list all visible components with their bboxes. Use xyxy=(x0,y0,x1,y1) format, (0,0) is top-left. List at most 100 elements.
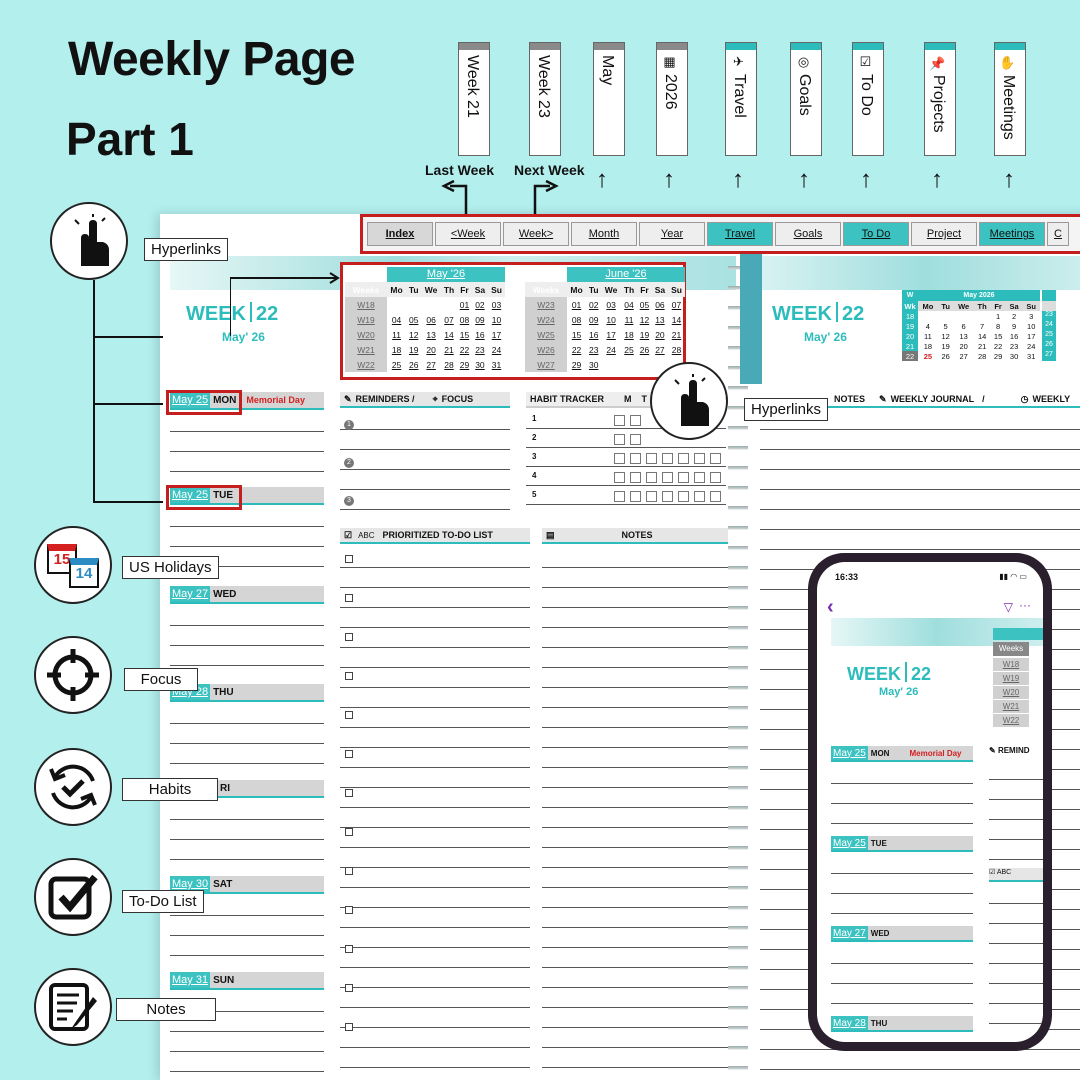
mini-cal-cell[interactable]: 27 xyxy=(959,351,968,361)
calendar-day-link[interactable]: 29 xyxy=(459,359,470,370)
calendar-day-link[interactable]: 15 xyxy=(459,329,470,340)
todo-checkbox[interactable] xyxy=(345,906,353,914)
mini-cal-cell[interactable]: 4 xyxy=(925,321,930,331)
todo-lines[interactable] xyxy=(340,548,530,1078)
phone-week-link[interactable]: W21 xyxy=(993,700,1029,713)
calendar-day-link[interactable]: 18 xyxy=(391,344,402,355)
day-lines[interactable] xyxy=(170,412,324,485)
calendar-day-link[interactable]: 22 xyxy=(459,344,470,355)
mini-cal-next-week[interactable]: 26 xyxy=(1042,341,1056,351)
notes-lines[interactable] xyxy=(542,548,728,1078)
top-tab[interactable]: ✈Travel xyxy=(725,42,757,156)
habit-checkbox[interactable] xyxy=(614,472,625,483)
mini-cal-cell[interactable]: 6 xyxy=(961,321,966,331)
calendar-day-link[interactable]: 18 xyxy=(624,329,634,340)
top-tab[interactable]: ◎Goals xyxy=(790,42,822,156)
calendar-day-link[interactable]: 16 xyxy=(588,329,599,340)
mini-cal-cell[interactable]: 8 xyxy=(996,321,1001,331)
habit-checkbox[interactable] xyxy=(646,491,657,502)
calendar-week-link[interactable]: W18 xyxy=(345,297,387,312)
todo-checkbox[interactable] xyxy=(345,711,353,719)
calendar-day-link[interactable]: 27 xyxy=(655,344,665,355)
phone-week-link[interactable]: W18 xyxy=(993,658,1029,671)
calendar-week-link[interactable]: W25 xyxy=(525,327,567,342)
calendar-day-link[interactable]: 07 xyxy=(444,314,454,325)
top-tab[interactable]: Week 23 xyxy=(529,42,561,156)
habit-checkbox[interactable] xyxy=(710,472,721,483)
calendar-week-link[interactable]: W22 xyxy=(345,357,387,372)
phone-day-date[interactable]: May 25 xyxy=(831,836,868,850)
calendar-day-link[interactable]: 08 xyxy=(459,314,470,325)
mini-cal-cell[interactable]: 28 xyxy=(977,351,987,361)
day-lines[interactable] xyxy=(170,704,324,778)
nav-button[interactable]: Project xyxy=(911,222,977,246)
phone-todo-lines[interactable] xyxy=(989,884,1043,1034)
calendar-day-link[interactable]: 24 xyxy=(606,344,616,355)
nav-button[interactable]: Index xyxy=(367,222,433,246)
calendar-day-link[interactable]: 17 xyxy=(606,329,616,340)
todo-checkbox[interactable] xyxy=(345,633,353,641)
calendar-day-link[interactable]: 06 xyxy=(426,314,436,325)
calendar-week-link[interactable]: W19 xyxy=(345,312,387,327)
calendar-day-link[interactable]: 01 xyxy=(571,299,582,310)
mini-cal-cell[interactable]: 16 xyxy=(1009,331,1019,341)
calendar-day-link[interactable]: 13 xyxy=(655,314,665,325)
calendar-day-link[interactable]: 19 xyxy=(408,344,419,355)
todo-checkbox[interactable] xyxy=(345,828,353,836)
phone-remind-lines[interactable] xyxy=(989,760,1043,860)
habit-checkbox[interactable] xyxy=(662,453,673,464)
habit-checkbox[interactable] xyxy=(614,491,625,502)
calendar-day-link[interactable]: 28 xyxy=(671,344,682,355)
habit-checkbox[interactable] xyxy=(630,472,641,483)
calendar-day-link[interactable]: 22 xyxy=(571,344,582,355)
todo-checkbox[interactable] xyxy=(345,672,353,680)
calendar-day-link[interactable]: 06 xyxy=(655,299,665,310)
more-icon[interactable]: ··· xyxy=(1019,598,1031,612)
june-calendar-title[interactable]: June '26 xyxy=(567,267,685,282)
calendar-day-link[interactable]: 30 xyxy=(475,359,485,370)
mini-cal-cell[interactable]: 26 xyxy=(941,351,950,361)
calendar-week-link[interactable]: W21 xyxy=(345,342,387,357)
mini-cal-cell[interactable]: 19 xyxy=(941,341,950,351)
day-date-link[interactable]: May 25 xyxy=(170,392,211,408)
calendar-day-link[interactable]: 03 xyxy=(606,299,616,310)
calendar-day-link[interactable]: 11 xyxy=(392,329,401,340)
habit-checkbox[interactable] xyxy=(630,453,641,464)
mini-cal-cell[interactable]: 30 xyxy=(1009,351,1019,361)
top-tab[interactable]: Week 21 xyxy=(458,42,490,156)
calendar-day-link[interactable]: 25 xyxy=(391,359,402,370)
mini-cal-cell[interactable]: 7 xyxy=(980,321,985,331)
calendar-day-link[interactable]: 29 xyxy=(571,359,582,370)
habit-checkbox[interactable] xyxy=(630,434,641,445)
todo-checkbox[interactable] xyxy=(345,594,353,602)
filter-icon[interactable]: ▽ xyxy=(1003,600,1013,614)
calendar-day-link[interactable]: 08 xyxy=(571,314,582,325)
calendar-day-link[interactable]: 01 xyxy=(459,299,470,310)
calendar-week-link[interactable]: W23 xyxy=(525,297,567,312)
todo-checkbox[interactable] xyxy=(345,750,353,758)
mini-cal-cell[interactable]: 9 xyxy=(1011,321,1017,331)
mini-cal-cell[interactable]: 5 xyxy=(943,321,948,331)
nav-button[interactable]: C xyxy=(1047,222,1069,246)
calendar-week-link[interactable]: W20 xyxy=(345,327,387,342)
mini-cal-cell[interactable]: 10 xyxy=(1027,321,1036,331)
mini-cal-cell[interactable]: 11 xyxy=(923,331,932,341)
calendar-day-link[interactable]: 14 xyxy=(444,329,454,340)
calendar-day-link[interactable]: 02 xyxy=(588,299,599,310)
calendar-week-link[interactable]: W26 xyxy=(525,342,567,357)
top-tab[interactable]: May xyxy=(593,42,625,156)
calendar-day-link[interactable]: 02 xyxy=(475,299,485,310)
calendar-day-link[interactable]: 10 xyxy=(606,314,616,325)
calendar-day-link[interactable]: 27 xyxy=(426,359,436,370)
calendar-day-link[interactable]: 11 xyxy=(624,314,634,325)
calendar-day-link[interactable]: 20 xyxy=(655,329,665,340)
mini-cal-cell[interactable]: 14 xyxy=(977,331,987,341)
reminders-lines[interactable] xyxy=(340,410,510,510)
habit-checkbox[interactable] xyxy=(678,472,689,483)
todo-checkbox[interactable] xyxy=(345,789,353,797)
calendar-day-link[interactable]: 04 xyxy=(624,299,634,310)
calendar-day-link[interactable]: 12 xyxy=(408,329,419,340)
mini-cal-cell[interactable]: 22 xyxy=(993,341,1003,351)
top-tab[interactable]: ▦2026 xyxy=(656,42,688,156)
calendar-day-link[interactable]: 16 xyxy=(475,329,485,340)
